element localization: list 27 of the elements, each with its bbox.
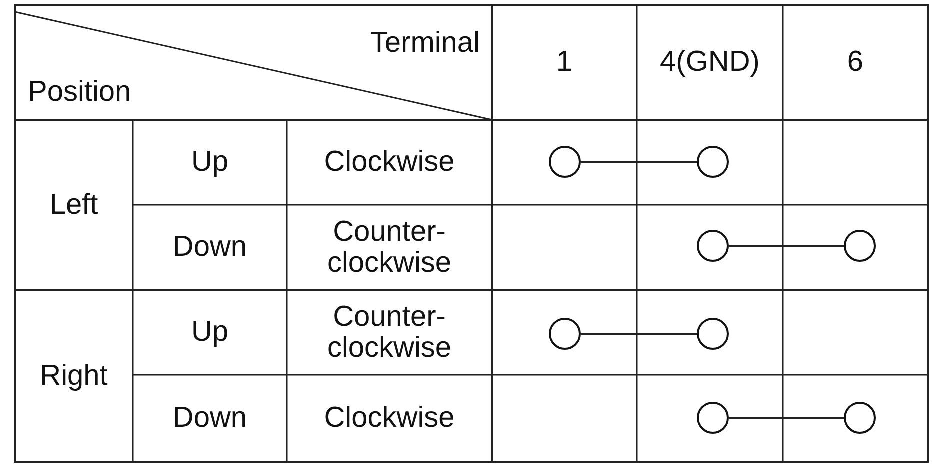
table-cell-text: Up (191, 147, 229, 178)
table-cell-text: 1 (556, 47, 573, 78)
table-cell-text: Right (40, 360, 108, 392)
terminal-circle (549, 318, 581, 350)
table-cell-text: Clockwise (324, 147, 455, 178)
terminal-circle (549, 146, 581, 178)
connection-line (581, 333, 697, 335)
table-cell-text: Counter- clockwise (326, 217, 453, 278)
table-cell-text: Position (28, 77, 132, 108)
terminal-circle (697, 146, 729, 178)
table-cell-text: Up (191, 317, 229, 348)
table-cell-text: 6 (847, 47, 864, 78)
terminal-circle (844, 402, 876, 434)
terminal-circle (844, 230, 876, 262)
table-cell-text: Counter- clockwise (326, 302, 453, 363)
connection-line (729, 417, 844, 419)
table-cell-text: Down (172, 403, 248, 434)
table-cell-text: Down (172, 232, 248, 263)
table-cell-text: Clockwise (324, 403, 455, 434)
table-cell-text: Left (50, 190, 98, 220)
connection-line (729, 245, 844, 247)
table-cell-text: Terminal (370, 28, 480, 58)
table-cell-text: 4(GND) (660, 47, 760, 78)
connection-line (581, 161, 697, 163)
terminal-circle (697, 402, 729, 434)
terminal-circle (697, 318, 729, 350)
terminal-circle (697, 230, 729, 262)
